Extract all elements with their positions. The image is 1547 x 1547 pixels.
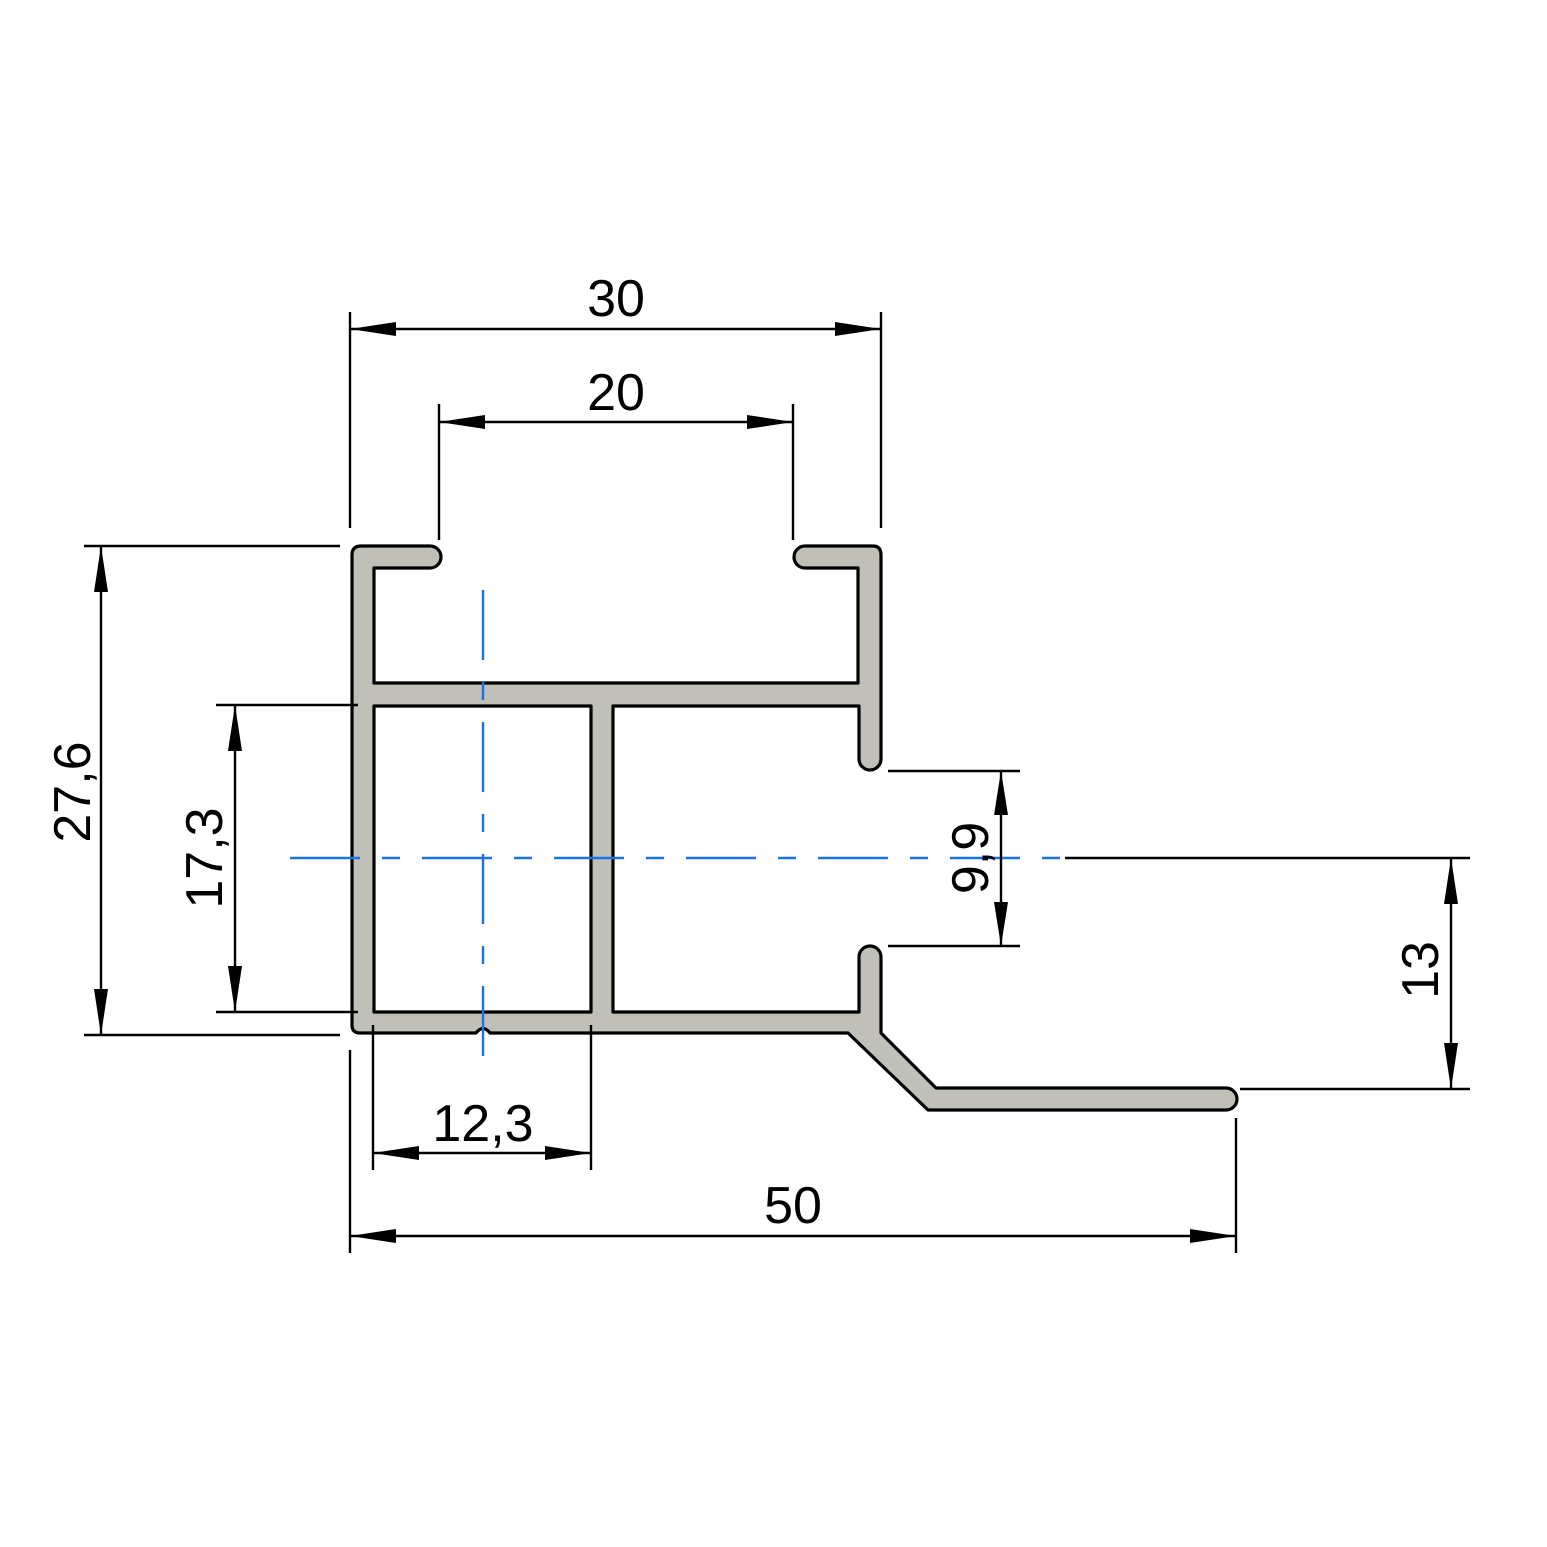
dim-side-opening: 9,9 [942, 771, 1008, 946]
dim-top-opening: 20 [439, 364, 793, 429]
dim-label-9-9: 9,9 [942, 822, 1000, 894]
dim-label-30: 30 [587, 270, 645, 328]
dim-label-12-3: 12,3 [432, 1095, 533, 1153]
dim-label-20: 20 [587, 364, 645, 422]
dim-overall-height: 27,6 [44, 546, 108, 1035]
dim-inner-height: 17,3 [176, 705, 242, 1012]
centerlines [290, 590, 1060, 1060]
dim-label-50: 50 [764, 1177, 822, 1235]
dim-chamber-width: 12,3 [373, 1095, 591, 1160]
dim-label-13: 13 [1392, 941, 1450, 999]
dim-label-27-6: 27,6 [44, 741, 102, 842]
profile-section [350, 544, 1239, 1112]
dim-label-17-3: 17,3 [176, 807, 234, 908]
extension-lines [84, 312, 1470, 1253]
dim-overall-top-width: 30 [350, 270, 881, 336]
dim-flange-offset: 13 [1392, 858, 1458, 1089]
dim-overall-width: 50 [350, 1177, 1236, 1243]
